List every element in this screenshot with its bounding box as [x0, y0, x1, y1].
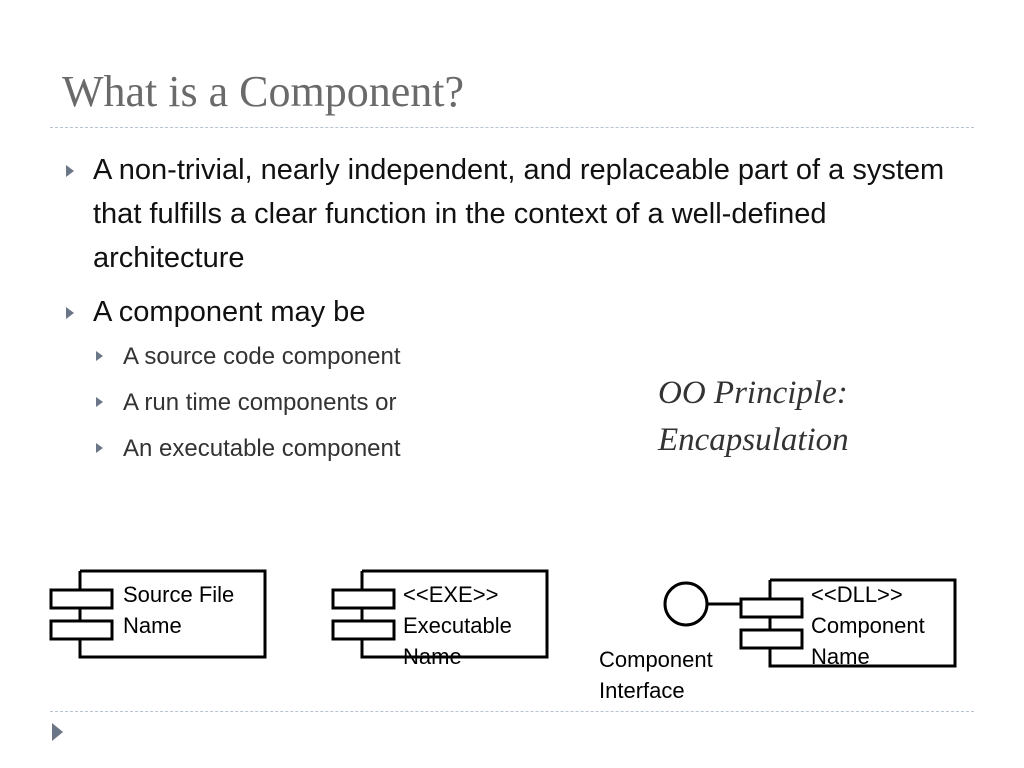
sub-bullet-text: A source code component: [123, 343, 401, 370]
slide-title: What is a Component?: [62, 67, 465, 116]
source-component-label: Source File Name: [123, 582, 235, 638]
interface-lollipop-icon: [663, 581, 741, 627]
exe-component-shape: [331, 569, 549, 659]
dll-component-label: <<DLL>> Component Name: [811, 582, 925, 669]
exe-component-label: <<EXE>> Executable Name: [403, 582, 512, 669]
source-component-shape: [49, 569, 267, 659]
sub-bullet-source: A source code component: [60, 334, 960, 380]
footer-divider: [50, 711, 974, 712]
bullet-arrow-icon: [66, 307, 74, 319]
sub-bullet-text: An executable component: [123, 435, 401, 462]
note-line-1: OO Principle:: [658, 375, 848, 411]
oo-principle-note: OO Principle: Encapsulation: [658, 370, 849, 464]
sub-bullet-arrow-icon: [96, 397, 103, 407]
dll-component-shape: [739, 578, 957, 668]
bullet-list: A non-trivial, nearly independent, and r…: [60, 148, 960, 472]
bullet-text: A component may be: [93, 296, 366, 328]
bullet-arrow-icon: [66, 165, 74, 177]
interface-label: Component Interface: [599, 647, 713, 703]
bullet-text: A non-trivial, nearly independent, and r…: [93, 154, 945, 274]
bullet-may-be: A component may be: [60, 290, 960, 334]
note-line-2: Encapsulation: [658, 422, 849, 458]
next-slide-arrow-icon[interactable]: [52, 723, 63, 741]
sub-bullet-arrow-icon: [96, 351, 103, 361]
bullet-definition: A non-trivial, nearly independent, and r…: [60, 148, 960, 280]
sub-bullet-text: A run time components or: [123, 389, 397, 416]
sub-bullet-arrow-icon: [96, 443, 103, 453]
sub-bullet-executable: An executable component: [60, 426, 960, 472]
sub-bullet-runtime: A run time components or: [60, 380, 960, 426]
title-divider: [50, 127, 974, 128]
